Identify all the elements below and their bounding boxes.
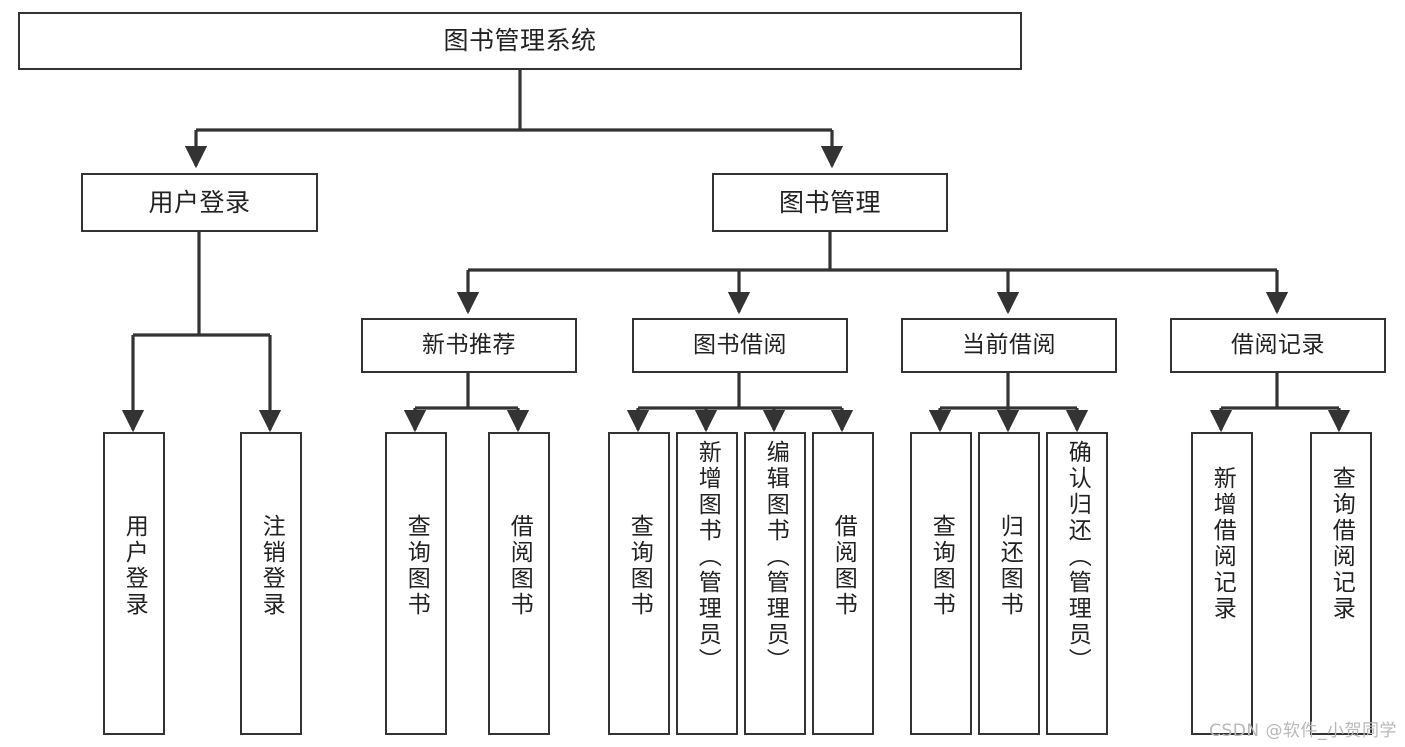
node-user-login[interactable]: 用户登录 bbox=[81, 173, 318, 232]
node-leaf-logout-label: 注销登录 bbox=[258, 514, 285, 618]
node-book-manage[interactable]: 图书管理 bbox=[712, 173, 948, 232]
node-leaf-query-record[interactable]: 查询借阅记录 bbox=[1310, 432, 1372, 735]
node-root[interactable]: 图书管理系统 bbox=[18, 12, 1022, 70]
node-leaf-query-book-2-label: 查询图书 bbox=[626, 514, 653, 618]
node-leaf-borrow-book-2[interactable]: 借阅图书 bbox=[812, 432, 874, 735]
node-leaf-logout[interactable]: 注销登录 bbox=[240, 432, 302, 735]
node-leaf-add-book-label: 新增图书（管理员） bbox=[694, 440, 721, 674]
node-leaf-user-login-label: 用户登录 bbox=[121, 514, 148, 618]
node-new-book-rec[interactable]: 新书推荐 bbox=[361, 318, 577, 373]
node-book-borrow-label: 图书借阅 bbox=[693, 331, 787, 358]
node-leaf-borrow-book-2-label: 借阅图书 bbox=[830, 514, 857, 618]
node-leaf-add-book[interactable]: 新增图书（管理员） bbox=[676, 432, 738, 735]
node-borrow-record[interactable]: 借阅记录 bbox=[1170, 318, 1386, 373]
node-leaf-query-record-label: 查询借阅记录 bbox=[1328, 466, 1355, 622]
node-user-login-label: 用户登录 bbox=[148, 187, 251, 217]
node-leaf-edit-book-label: 编辑图书（管理员） bbox=[762, 440, 789, 674]
node-leaf-query-book-2[interactable]: 查询图书 bbox=[608, 432, 670, 735]
node-leaf-add-record[interactable]: 新增借阅记录 bbox=[1191, 432, 1253, 735]
node-book-borrow[interactable]: 图书借阅 bbox=[632, 318, 848, 373]
node-leaf-confirm-return-label: 确认归还（管理员） bbox=[1064, 440, 1091, 674]
node-leaf-confirm-return[interactable]: 确认归还（管理员） bbox=[1046, 432, 1108, 735]
node-current-borrow-label: 当前借阅 bbox=[962, 331, 1056, 358]
node-leaf-borrow-book-1-label: 借阅图书 bbox=[506, 514, 533, 618]
node-book-manage-label: 图书管理 bbox=[778, 187, 881, 217]
node-leaf-user-login[interactable]: 用户登录 bbox=[103, 432, 165, 735]
node-leaf-add-record-label: 新增借阅记录 bbox=[1209, 466, 1236, 622]
node-leaf-query-book-3-label: 查询图书 bbox=[928, 514, 955, 618]
watermark-text: CSDN @软件_小贺同学 bbox=[1209, 721, 1397, 741]
node-new-book-rec-label: 新书推荐 bbox=[422, 331, 516, 358]
node-leaf-query-book-3[interactable]: 查询图书 bbox=[910, 432, 972, 735]
node-leaf-borrow-book-1[interactable]: 借阅图书 bbox=[488, 432, 550, 735]
node-current-borrow[interactable]: 当前借阅 bbox=[901, 318, 1117, 373]
node-leaf-query-book-1-label: 查询图书 bbox=[403, 514, 430, 618]
node-leaf-edit-book[interactable]: 编辑图书（管理员） bbox=[744, 432, 806, 735]
node-leaf-query-book-1[interactable]: 查询图书 bbox=[385, 432, 447, 735]
node-borrow-record-label: 借阅记录 bbox=[1231, 331, 1325, 358]
node-leaf-return-book[interactable]: 归还图书 bbox=[978, 432, 1040, 735]
node-leaf-return-book-label: 归还图书 bbox=[996, 514, 1023, 618]
node-root-label: 图书管理系统 bbox=[443, 26, 597, 55]
